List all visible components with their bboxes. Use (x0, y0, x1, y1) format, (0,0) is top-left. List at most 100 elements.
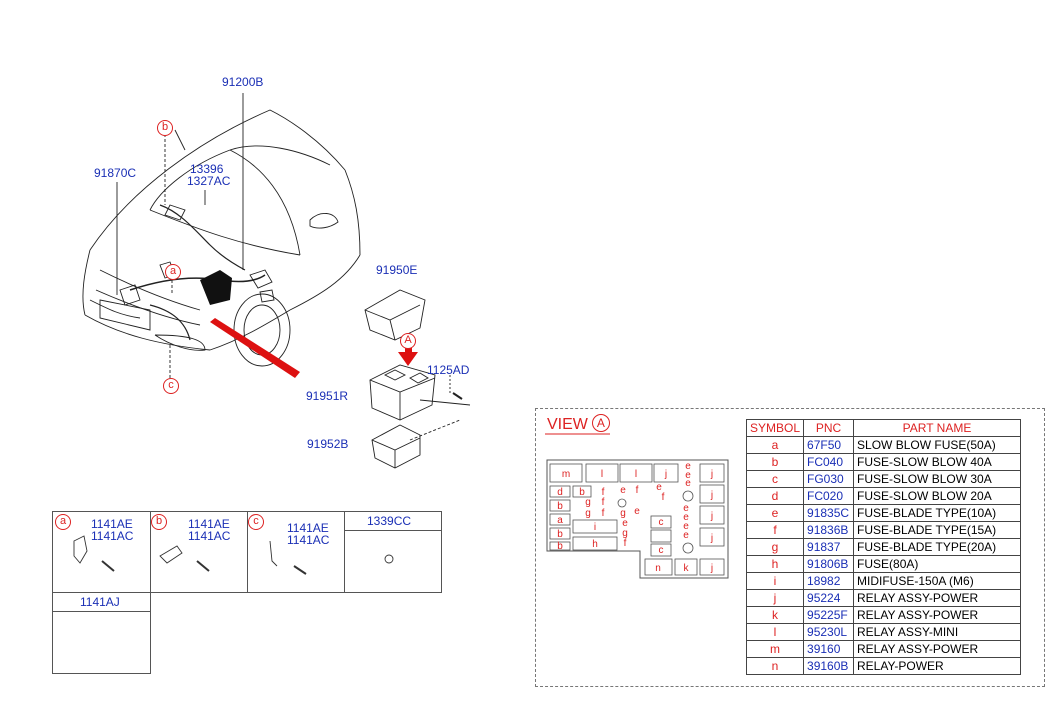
row-symbol: i (745, 572, 805, 590)
grid-cell-c-symbol: c (248, 514, 264, 530)
row-part-name: FUSE-BLADE TYPE(20A) (853, 538, 1022, 556)
row-pnc: 95230L (803, 623, 855, 641)
grid-cell-b-code1: 1141AE (188, 517, 230, 531)
header-pnc: PNC (803, 419, 855, 437)
fuse-slot-b1: b (557, 501, 563, 512)
fuse-slot-n: n (655, 563, 661, 574)
fastener-grid-row1 (52, 511, 442, 593)
fuse-slot-j5: j (710, 533, 713, 544)
row-pnc: 67F50 (803, 436, 855, 454)
fuse-slot-e7: e (685, 478, 691, 489)
row-part-name: RELAY ASSY-POWER (853, 589, 1022, 607)
row-pnc: FC040 (803, 453, 855, 471)
row-part-name: RELAY ASSY-POWER (853, 606, 1022, 624)
fuse-slot-g2: g (585, 508, 591, 519)
fuse-box-layout-diagram: m l l j j j j j j k n d b a b b b i h c … (546, 459, 729, 579)
fuse-slot-e11: e (683, 530, 689, 541)
symbol-c-marker: c (163, 378, 179, 394)
row-pnc: 91837 (803, 538, 855, 556)
row-symbol: c (745, 470, 805, 488)
fuse-slot-f3: f (602, 497, 605, 508)
row-part-name: SLOW BLOW FUSE(50A) (853, 436, 1022, 454)
row-symbol: e (745, 504, 805, 522)
fuse-slot-k: k (684, 563, 690, 574)
fuse-slot-e9: e (683, 512, 689, 523)
grid-cell-b-code2: 1141AC (188, 529, 231, 543)
callout-13396: 13396 (190, 162, 224, 176)
grid-cell-b-symbol: b (151, 514, 167, 530)
fuse-slot-f4: f (602, 508, 605, 519)
fuse-slot-e1: e (620, 485, 626, 496)
fuse-slot-g4: g (622, 528, 628, 539)
row-symbol: h (745, 555, 805, 573)
fuse-slot-j3: j (710, 490, 713, 501)
fuse-slot-a: a (557, 515, 563, 526)
row-part-name: RELAY-POWER (853, 657, 1022, 675)
view-a-underline (545, 433, 610, 435)
parts-table-header-row: SYMBOL PNC PART NAME (745, 419, 1022, 437)
row-pnc: 91836B (803, 521, 855, 539)
grid-cell-a-code1: 1141AE (91, 517, 133, 531)
row-pnc: 18982 (803, 572, 855, 590)
row-symbol: j (745, 589, 805, 607)
fuse-slot-e2: e (634, 506, 640, 517)
fuse-slot-m: m (562, 469, 570, 480)
callout-91200B: 91200B (222, 75, 264, 89)
fuse-slot-b4: b (579, 487, 585, 498)
callout-1125AD: 1125AD (427, 363, 470, 377)
row-symbol: k (745, 606, 805, 624)
row-symbol: d (745, 487, 805, 505)
symbol-a-marker: a (165, 264, 181, 280)
symbol-b-marker: b (157, 120, 173, 136)
row-pnc: 95224 (803, 589, 855, 607)
row-part-name: FUSE-BLADE TYPE(10A) (853, 504, 1022, 522)
header-part-name: PART NAME (853, 419, 1022, 437)
grid-cell-a-symbol: a (55, 514, 71, 530)
fuse-slot-j6: j (710, 563, 713, 574)
row-part-name: FUSE(80A) (853, 555, 1022, 573)
fuse-slot-b2: b (557, 529, 563, 540)
fuse-slot-c1: c (659, 517, 664, 528)
callout-91870C: 91870C (94, 166, 137, 180)
grid-cell-c-code1: 1141AE (287, 521, 329, 535)
row-symbol: l (745, 623, 805, 641)
row-pnc: 91806B (803, 555, 855, 573)
header-symbol: SYMBOL (745, 419, 805, 437)
row-symbol: f (745, 521, 805, 539)
fuse-slot-f6: f (662, 492, 665, 503)
row-part-name: FUSE-SLOW BLOW 40A (853, 453, 1022, 471)
fuse-slot-c2: c (659, 545, 664, 556)
row-pnc: 39160B (803, 657, 855, 675)
fuse-slot-e5: e (685, 461, 691, 472)
row-part-name: RELAY ASSY-MINI (853, 623, 1022, 641)
fuse-slot-e6: e (685, 470, 691, 481)
fuse-slot-d: d (557, 487, 563, 498)
grid-cell-1141AJ-header: 1141AJ (80, 595, 120, 609)
fuse-slot-e4: e (656, 482, 662, 493)
callout-91950E: 91950E (376, 263, 418, 277)
row-part-name: RELAY ASSY-POWER (853, 640, 1022, 658)
row-symbol: b (745, 453, 805, 471)
fuse-slot-f5: f (624, 538, 627, 549)
fuse-slot-l: l (601, 469, 603, 480)
row-pnc: 95225F (803, 606, 855, 624)
view-a-marker: A (400, 333, 416, 349)
fuse-slot-e8: e (683, 503, 689, 514)
fuse-slot-f1: f (636, 485, 639, 496)
row-pnc: FG030 (803, 470, 855, 488)
fuse-slot-g3: g (620, 508, 626, 519)
row-pnc: 39160 (803, 640, 855, 658)
car-engine-bay-illustration (82, 93, 471, 469)
